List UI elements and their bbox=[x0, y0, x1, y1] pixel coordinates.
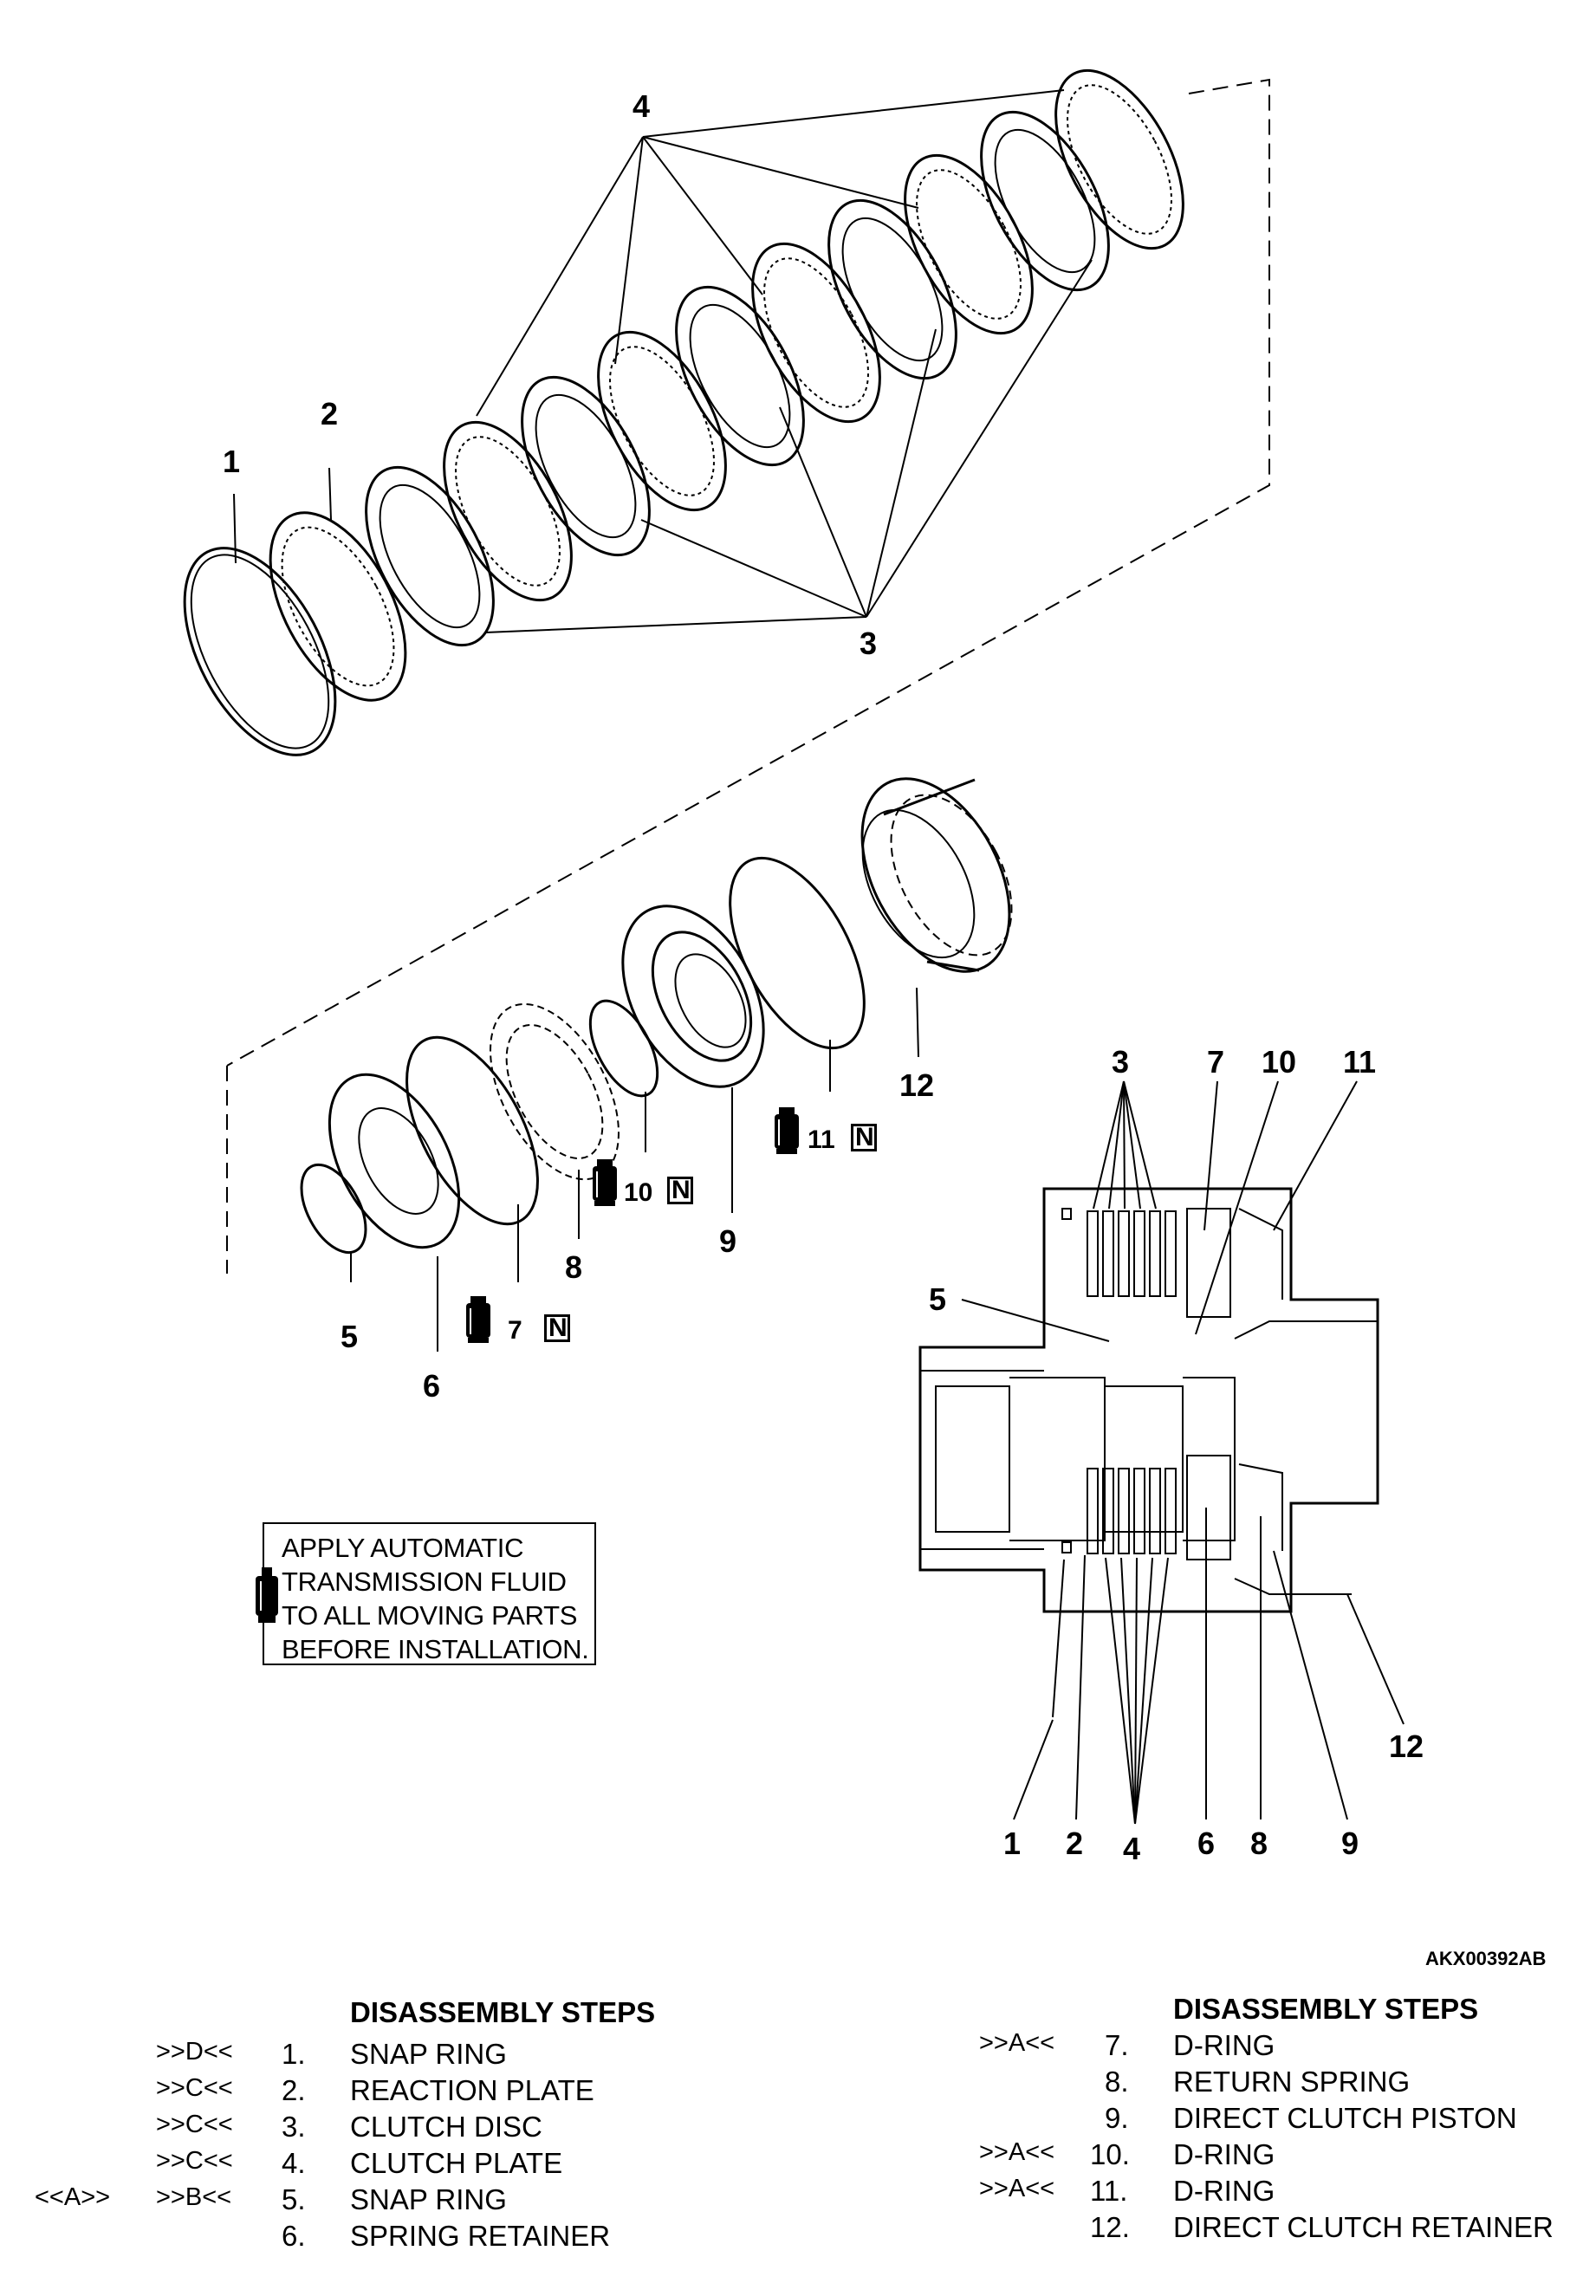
atf-note-text: APPLY AUTOMATIC TRANSMISSION FLUID TO AL… bbox=[282, 1533, 589, 1664]
steps-right: DISASSEMBLY STEPS >>A<< 7. D-RING 8. RET… bbox=[953, 1993, 1596, 2282]
step-row: 9. DIRECT CLUTCH PISTON bbox=[1105, 2102, 1517, 2134]
step-row: >>A<< 10. D-RING bbox=[979, 2138, 1275, 2170]
callout-2: 2 bbox=[321, 396, 338, 431]
section-plates-upper bbox=[1087, 1208, 1283, 1318]
section-callout-4: 4 bbox=[1123, 1831, 1140, 1866]
lube-marker-7: 7 N bbox=[465, 1295, 570, 1345]
leader-line-1 bbox=[233, 493, 237, 564]
d-ring-10 bbox=[588, 999, 659, 1098]
section-callout-12: 12 bbox=[1389, 1728, 1424, 1764]
d-ring-11 bbox=[729, 856, 866, 1050]
step-row: >>C<< 2. REACTION PLATE bbox=[156, 2074, 594, 2106]
section-callout-5: 5 bbox=[929, 1281, 946, 1317]
cross-section: 3 7 10 11 5 1 2 4 6 8 9 12 bbox=[918, 1044, 1424, 1866]
piston-group: 12 9 8 6 5 11 N 10 N 7 N bbox=[300, 777, 1013, 1404]
section-plates-lower bbox=[1087, 1455, 1283, 1560]
section-callout-1: 1 bbox=[1003, 1826, 1021, 1861]
callout-8: 8 bbox=[565, 1249, 582, 1285]
exploded-diagram: 4 3 2 1 bbox=[183, 68, 1424, 1866]
section-callout-10: 10 bbox=[1262, 1044, 1296, 1080]
clutch-plates bbox=[183, 68, 1184, 756]
section-callout-8: 8 bbox=[1250, 1826, 1268, 1861]
step-row: 12. DIRECT CLUTCH RETAINER bbox=[1090, 2211, 1554, 2243]
svg-text:11: 11 bbox=[808, 1125, 835, 1154]
svg-text:N: N bbox=[671, 1176, 691, 1204]
callout-12: 12 bbox=[899, 1067, 934, 1103]
lube-marker-10: 10 N bbox=[592, 1158, 693, 1207]
leader-lines-4 bbox=[476, 89, 1065, 417]
step-row: >>C<< 3. CLUTCH DISC bbox=[156, 2111, 542, 2143]
step-row: 8. RETURN SPRING bbox=[1105, 2066, 1411, 2098]
section-callout-11: 11 bbox=[1343, 1044, 1376, 1080]
atf-note-box: APPLY AUTOMATIC TRANSMISSION FLUID TO AL… bbox=[256, 1522, 596, 1665]
clutch-pack-group: 4 3 2 1 bbox=[183, 68, 1270, 1274]
svg-text:7: 7 bbox=[508, 1316, 522, 1345]
svg-text:N: N bbox=[548, 1313, 568, 1342]
return-spring bbox=[490, 1002, 620, 1181]
callout-5: 5 bbox=[341, 1319, 358, 1354]
leader-lines-3 bbox=[484, 259, 1093, 633]
direct-clutch-retainer bbox=[860, 777, 1013, 973]
step-row: >>A<< 11. D-RING bbox=[979, 2175, 1275, 2207]
snap-ring-5 bbox=[300, 1163, 367, 1255]
callout-1: 1 bbox=[223, 444, 240, 479]
step-row: >>D<< 1. SNAP RING bbox=[156, 2038, 507, 2070]
leader-12 bbox=[916, 987, 919, 1058]
svg-text:N: N bbox=[855, 1123, 874, 1151]
step-row: >>C<< 4. CLUTCH PLATE bbox=[156, 2147, 563, 2179]
figure-code: AKX00392AB bbox=[1425, 1948, 1547, 1969]
svg-text:10: 10 bbox=[624, 1178, 652, 1207]
steps-left: DISASSEMBLY STEPS >>D<< 1. SNAP RING >>C… bbox=[0, 1996, 780, 2282]
callout-9: 9 bbox=[719, 1223, 736, 1259]
step-row: 6. SPRING RETAINER bbox=[282, 2220, 611, 2252]
callout-4: 4 bbox=[633, 88, 650, 124]
oil-can-icon bbox=[256, 1567, 278, 1623]
section-callout-7: 7 bbox=[1207, 1044, 1224, 1080]
leader-line-2 bbox=[328, 467, 332, 521]
section-callout-3: 3 bbox=[1112, 1044, 1129, 1080]
section-callout-9: 9 bbox=[1341, 1826, 1359, 1861]
callout-6: 6 bbox=[423, 1368, 440, 1404]
lube-marker-11: 11 N bbox=[774, 1106, 877, 1155]
spring-retainer bbox=[328, 1073, 461, 1249]
section-callout-2: 2 bbox=[1066, 1826, 1083, 1861]
callout-3: 3 bbox=[860, 626, 877, 661]
steps-left-title: DISASSEMBLY STEPS bbox=[350, 1996, 656, 2028]
step-row: <<A>> >>B<< 5. SNAP RING bbox=[35, 2183, 507, 2215]
step-row: >>A<< 7. D-RING bbox=[979, 2029, 1275, 2061]
steps-right-title: DISASSEMBLY STEPS bbox=[1173, 1993, 1479, 2025]
d-ring-7 bbox=[405, 1035, 539, 1226]
section-callout-6: 6 bbox=[1197, 1826, 1215, 1861]
